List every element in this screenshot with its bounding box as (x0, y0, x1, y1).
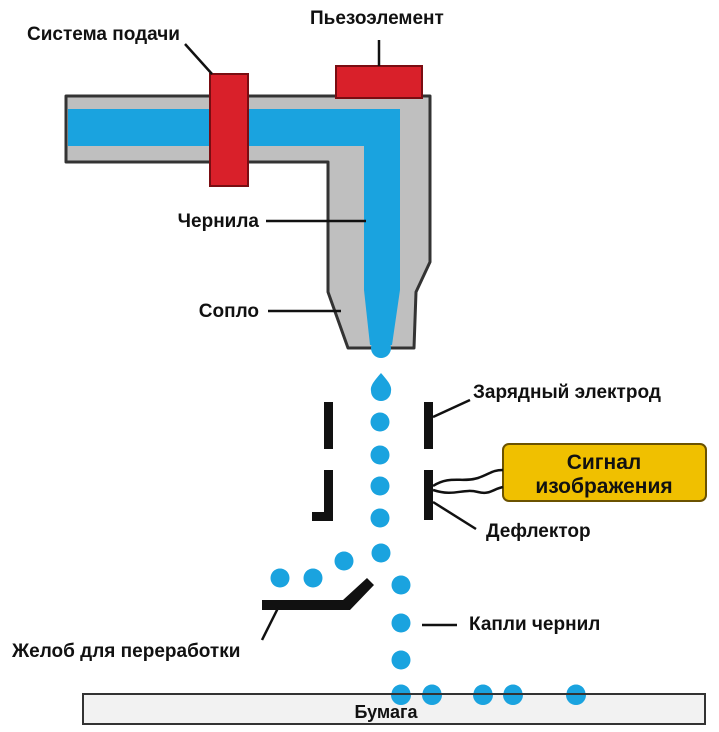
ink-droplet (370, 476, 390, 496)
charge-electrode-leader (432, 398, 471, 419)
droplets-label: Капли чернил (469, 614, 600, 635)
ink-droplet (334, 551, 354, 571)
signal-label-line2: изображения (535, 475, 672, 498)
gutter-leader (260, 607, 280, 641)
ink-droplet (270, 568, 290, 588)
ink-droplet (370, 412, 390, 432)
feed-system-clamp (209, 73, 249, 187)
ink-droplet (370, 445, 390, 465)
deflector-leader (432, 500, 477, 531)
charge-electrode-label: Зарядный электрод (473, 382, 661, 403)
feed-system-leader (184, 43, 213, 75)
feed-system-label: Система подачи (27, 24, 180, 45)
ink-droplet (370, 508, 390, 528)
ink-droplet (391, 613, 411, 633)
piezo-label: Пьезоэлемент (310, 8, 444, 29)
ink-droplet (303, 568, 323, 588)
recycling-gutter (262, 578, 374, 610)
deflector-plates (312, 470, 433, 521)
ink-droplet (371, 543, 391, 563)
ink-droplets-on-paper (391, 695, 586, 705)
ink-droplet (503, 695, 523, 705)
signal-label-line1: Сигнал (567, 451, 642, 474)
ink-droplet (566, 695, 586, 705)
charge-electrode (324, 402, 433, 449)
deflector-label: Дефлектор (486, 521, 591, 542)
signal-wire (432, 485, 504, 495)
ink-droplet (422, 695, 442, 705)
paper-label: Бумага (354, 702, 418, 722)
ink-droplet (391, 575, 411, 595)
ink-droplet (371, 338, 391, 358)
ink-droplet (391, 695, 411, 705)
gutter-label: Желоб для переработки (11, 641, 240, 662)
piezo-element (335, 65, 423, 99)
ink-channel (68, 109, 400, 345)
ink-droplet (391, 650, 411, 670)
nozzle-label: Сопло (199, 301, 259, 322)
ink-droplet (473, 695, 493, 705)
signal-wire (432, 468, 504, 488)
ink-droplet (370, 373, 392, 401)
ink-label: Чернила (178, 211, 260, 232)
image-signal-box (502, 443, 707, 502)
